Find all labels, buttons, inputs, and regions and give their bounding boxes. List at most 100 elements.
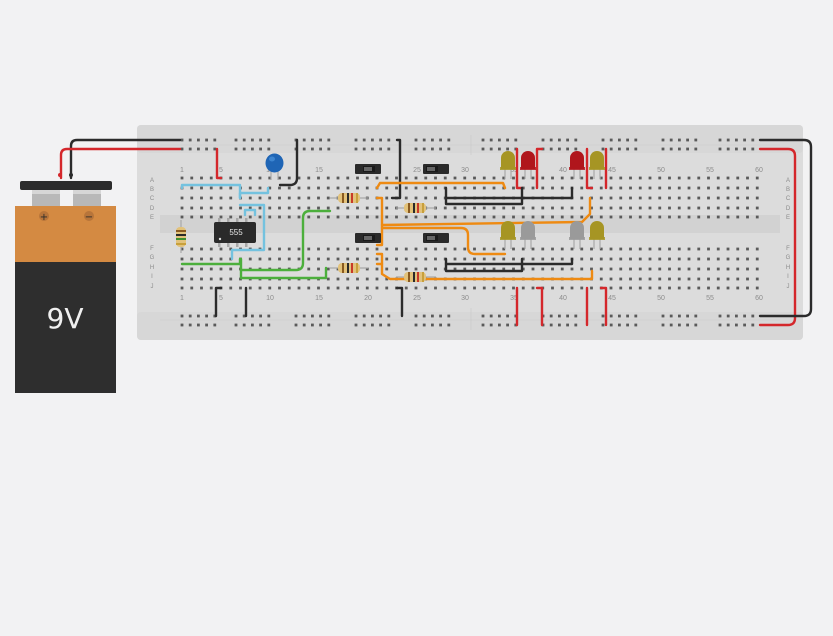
breadboard-hole[interactable] [609,314,613,318]
breadboard-hole[interactable] [180,215,184,219]
breadboard-hole[interactable] [677,247,681,251]
breadboard-hole[interactable] [726,138,730,142]
breadboard-hole[interactable] [336,206,340,210]
breadboard-hole[interactable] [512,186,515,190]
breadboard-hole[interactable] [200,286,203,290]
breadboard-hole[interactable] [648,257,652,261]
breadboard-hole[interactable] [716,277,720,281]
breadboard-hole[interactable] [307,286,311,290]
breadboard-hole[interactable] [336,247,340,251]
breadboard-hole[interactable] [326,196,330,200]
breadboard-hole[interactable] [558,147,561,151]
breadboard-hole[interactable] [570,267,574,271]
breadboard-hole[interactable] [755,215,759,219]
breadboard-hole[interactable] [574,314,578,318]
breadboard-hole[interactable] [200,267,203,271]
breadboard-hole[interactable] [209,206,213,210]
breadboard-hole[interactable] [242,323,246,327]
breadboard-hole[interactable] [326,257,330,261]
breadboard-hole[interactable] [751,147,755,151]
breadboard-hole[interactable] [311,323,314,327]
breadboard-hole[interactable] [234,147,238,151]
breadboard-hole[interactable] [404,196,408,200]
breadboard-hole[interactable] [365,186,369,190]
breadboard-hole[interactable] [422,147,426,151]
breadboard-hole[interactable] [634,138,638,142]
breadboard-hole[interactable] [268,257,272,261]
breadboard-hole[interactable] [541,176,545,180]
breadboard-hole[interactable] [751,138,755,142]
breadboard-hole[interactable] [658,186,662,190]
breadboard-hole[interactable] [560,247,564,251]
breadboard-hole[interactable] [609,196,613,200]
breadboard-hole[interactable] [629,267,632,271]
breadboard-hole[interactable] [365,247,369,251]
breadboard-hole[interactable] [356,206,359,210]
breadboard-hole[interactable] [570,215,574,219]
breadboard-hole[interactable] [558,138,561,142]
breadboard-hole[interactable] [601,138,605,142]
breadboard-hole[interactable] [609,138,613,142]
breadboard-hole[interactable] [668,186,671,190]
breadboard-hole[interactable] [248,186,252,190]
led[interactable] [569,221,585,249]
breadboard-hole[interactable] [278,257,281,261]
breadboard-hole[interactable] [209,196,213,200]
breadboard-hole[interactable] [619,196,623,200]
breadboard-hole[interactable] [619,267,623,271]
breadboard-hole[interactable] [648,286,652,290]
breadboard-hole[interactable] [668,286,671,290]
breadboard-hole[interactable] [190,206,194,210]
breadboard-hole[interactable] [213,147,217,151]
breadboard-hole[interactable] [453,176,457,180]
breadboard-hole[interactable] [726,206,730,210]
breadboard-hole[interactable] [638,286,642,290]
breadboard-hole[interactable] [726,277,730,281]
breadboard-hole[interactable] [307,257,311,261]
breadboard-hole[interactable] [229,196,233,200]
breadboard-hole[interactable] [180,138,184,142]
breadboard-hole[interactable] [219,277,223,281]
breadboard-hole[interactable] [746,286,749,290]
breadboard-hole[interactable] [716,257,720,261]
breadboard-hole[interactable] [619,247,623,251]
breadboard-hole[interactable] [677,267,681,271]
breadboard-hole[interactable] [541,186,545,190]
breadboard-hole[interactable] [307,215,311,219]
breadboard-hole[interactable] [180,323,184,327]
breadboard-hole[interactable] [736,267,740,271]
breadboard-hole[interactable] [677,277,681,281]
wire-black-jumper[interactable] [278,138,299,187]
breadboard-hole[interactable] [677,206,681,210]
breadboard-hole[interactable] [346,286,350,290]
breadboard-hole[interactable] [346,257,350,261]
breadboard-hole[interactable] [707,257,710,261]
breadboard-hole[interactable] [482,257,486,261]
breadboard-hole[interactable] [648,186,652,190]
breadboard-hole[interactable] [365,257,369,261]
breadboard-hole[interactable] [414,176,418,180]
breadboard-hole[interactable] [258,196,262,200]
breadboard-hole[interactable] [590,267,593,271]
breadboard-hole[interactable] [190,176,194,180]
breadboard-hole[interactable] [755,196,759,200]
breadboard-hole[interactable] [379,323,382,327]
breadboard-hole[interactable] [648,176,652,180]
breadboard-hole[interactable] [658,286,662,290]
breadboard-hole[interactable] [439,147,442,151]
breadboard-hole[interactable] [297,247,301,251]
breadboard-hole[interactable] [634,323,638,327]
breadboard-hole[interactable] [205,138,208,142]
breadboard-hole[interactable] [239,215,242,219]
breadboard-hole[interactable] [422,314,426,318]
breadboard-hole[interactable] [743,138,746,142]
wire-battery-red[interactable] [59,147,182,180]
breadboard-hole[interactable] [492,176,496,180]
breadboard-hole[interactable] [259,314,262,318]
breadboard-hole[interactable] [506,314,509,318]
resistor-r2[interactable] [396,203,436,213]
breadboard-hole[interactable] [658,206,662,210]
breadboard-hole[interactable] [375,286,379,290]
breadboard-hole[interactable] [395,247,398,251]
breadboard-hole[interactable] [661,323,665,327]
